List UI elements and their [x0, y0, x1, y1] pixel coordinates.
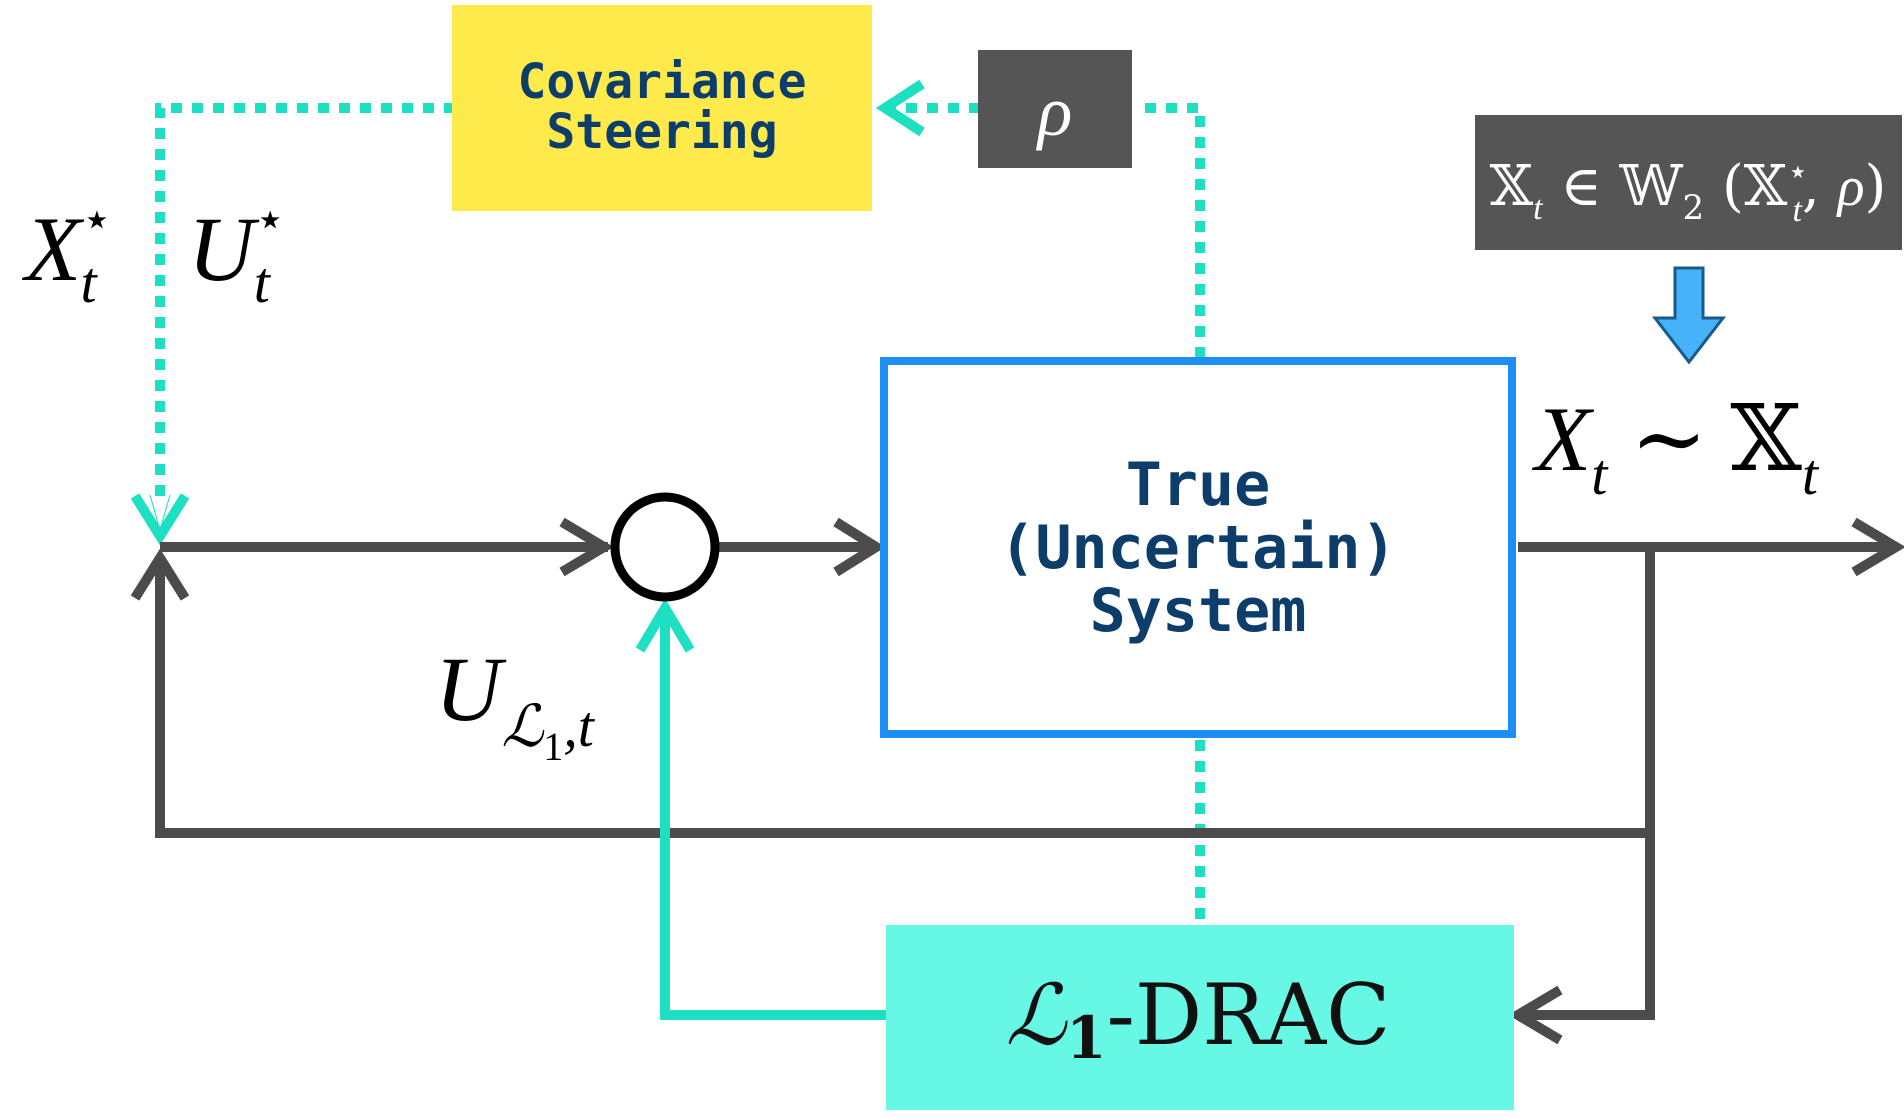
state-distribution-subscript: t [1533, 190, 1544, 227]
true-system-line3: System [1090, 576, 1307, 646]
x-star-subscript: t [81, 250, 99, 315]
wasserstein-symbol: 𝕎 [1619, 154, 1684, 219]
covariance-steering-line2: Steering [546, 104, 777, 160]
u-l1-base: U [435, 638, 507, 740]
u-star-superscript: ⋆ [254, 191, 285, 247]
arrowhead-into-drac [1508, 985, 1563, 1045]
l1-drac-label: ℒ1-DRAC [1006, 966, 1391, 1072]
nominal-distribution-star: ⋆ [1787, 152, 1808, 192]
close-paren: ) [1865, 154, 1887, 219]
state-feedback-line [155, 547, 1655, 838]
summing-junction [610, 492, 720, 602]
rho-label: ρ [1036, 71, 1073, 151]
x-star-base: X [21, 198, 85, 300]
arrowhead-into-system [833, 517, 886, 577]
l1-script-symbol: ℒ [1006, 970, 1068, 1063]
wasserstein-subscript: 2 [1683, 188, 1705, 228]
l1-subscript: 1 [1066, 1004, 1106, 1072]
u-star-subscript: t [254, 250, 272, 315]
blue-down-arrow-icon [1651, 266, 1727, 365]
open-paren: ( [1704, 154, 1744, 219]
u-l1-subscript: ,t [563, 694, 596, 759]
covariance-steering-block: Covariance Steering [452, 5, 872, 211]
true-system-line1: True [1126, 450, 1271, 520]
output-state-symbol: X [1531, 388, 1595, 490]
cyan-down-arrowhead [130, 493, 190, 546]
output-state-subscript: t [1591, 442, 1609, 507]
x-star-superscript: ⋆ [81, 191, 112, 247]
line-to-drac [1518, 833, 1655, 1020]
system-to-rho-line [1140, 103, 1205, 358]
true-system-line2: (Uncertain) [999, 513, 1396, 583]
distributed-as-symbol: ∼ [1607, 388, 1730, 490]
arrowhead-output [1851, 517, 1904, 577]
output-distribution-subscript: t [1802, 442, 1820, 507]
output-distribution-label: Xt ∼ 𝕏t [1531, 388, 1820, 507]
u-star-base: U [188, 198, 260, 300]
arrowhead-feedback-up [130, 548, 190, 601]
ambiguity-set-block: 𝕏t ∈ 𝕎2 (𝕏⋆t, ρ) [1475, 115, 1902, 250]
l1-drac-suffix: -DRAC [1106, 966, 1390, 1064]
radius-symbol: ρ [1836, 156, 1865, 218]
output-distribution-symbol: 𝕏 [1730, 388, 1802, 490]
reference-line-to-junction [155, 103, 455, 505]
adaptive-control-path [635, 598, 886, 1020]
ambiguity-set-formula: 𝕏t ∈ 𝕎2 (𝕏⋆t, ρ) [1490, 152, 1887, 229]
rho-block: ρ [978, 50, 1132, 168]
element-of-symbol: ∈ [1543, 154, 1620, 219]
u-l1-script-subscript: 1 [543, 724, 563, 769]
u-star-label: U⋆t [188, 191, 286, 315]
comma: , [1802, 154, 1838, 219]
u-l1-label: Uℒ1,t [435, 638, 596, 769]
arrowhead-into-sum-from-drac [635, 598, 695, 653]
covariance-steering-line1: Covariance [518, 54, 807, 110]
x-star-label: X⋆t [21, 191, 113, 315]
true-system-block: True (Uncertain) System [880, 357, 1516, 738]
line-drac-to-sum [660, 610, 886, 1020]
nominal-distribution-subscript: t [1793, 192, 1804, 229]
nominal-distribution-symbol: 𝕏 [1744, 154, 1788, 219]
cyan-left-arrowhead [875, 79, 925, 137]
arrowhead-into-sum [559, 517, 614, 577]
solid-signal-paths [130, 517, 1904, 1045]
l1-drac-block: ℒ1-DRAC [886, 925, 1514, 1110]
u-l1-script: ℒ [501, 694, 544, 759]
state-distribution-symbol: 𝕏 [1490, 154, 1534, 219]
